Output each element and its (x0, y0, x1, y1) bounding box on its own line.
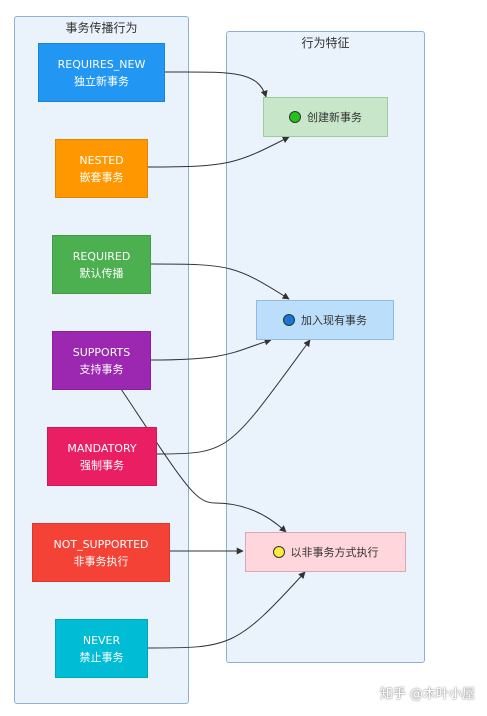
node-mandatory-desc: 强制事务 (80, 458, 124, 472)
node-mandatory: MANDATORY 强制事务 (47, 427, 157, 486)
node-supports-name: SUPPORTS (72, 345, 131, 359)
node-not-supported: NOT_SUPPORTED 非事务执行 (32, 523, 170, 582)
feature-non-transactional-label: 以非事务方式执行 (290, 546, 379, 559)
propagation-group-title: 事务传播行为 (65, 21, 138, 35)
node-supports: SUPPORTS 支持事务 (52, 331, 151, 390)
watermark: 知乎 @木叶小屋 (379, 687, 475, 702)
node-nested: NESTED 嵌套事务 (55, 139, 148, 198)
node-nested-desc: 嵌套事务 (79, 170, 124, 184)
node-never-name: NEVER (82, 633, 121, 647)
node-requires-new-desc: 独立新事务 (74, 74, 129, 88)
node-requires-new-name: REQUIRES_NEW (57, 57, 146, 71)
feature-non-transactional: 以非事务方式执行 (245, 532, 406, 572)
feature-join-existing-label: 加入现有事务 (301, 314, 367, 327)
green-dot-icon (289, 111, 301, 123)
node-mandatory-name: MANDATORY (67, 441, 137, 455)
node-not-supported-name: NOT_SUPPORTED (53, 537, 149, 551)
node-nested-name: NESTED (79, 153, 124, 167)
yellow-dot-icon (272, 546, 285, 558)
blue-dot-icon (283, 314, 295, 326)
feature-group-title: 行为特征 (301, 36, 350, 50)
node-required-name: REQUIRED (72, 249, 131, 263)
feature-join-existing: 加入现有事务 (256, 300, 394, 340)
node-required: REQUIRED 默认传播 (52, 235, 151, 294)
node-never-desc: 禁止事务 (79, 650, 124, 664)
node-never: NEVER 禁止事务 (55, 619, 148, 678)
node-required-desc: 默认传播 (79, 266, 124, 280)
feature-create-new: 创建新事务 (263, 97, 388, 137)
node-not-supported-desc: 非事务执行 (73, 554, 129, 568)
node-supports-desc: 支持事务 (79, 362, 124, 376)
node-requires-new: REQUIRES_NEW 独立新事务 (38, 43, 165, 102)
feature-create-new-label: 创建新事务 (307, 111, 362, 124)
